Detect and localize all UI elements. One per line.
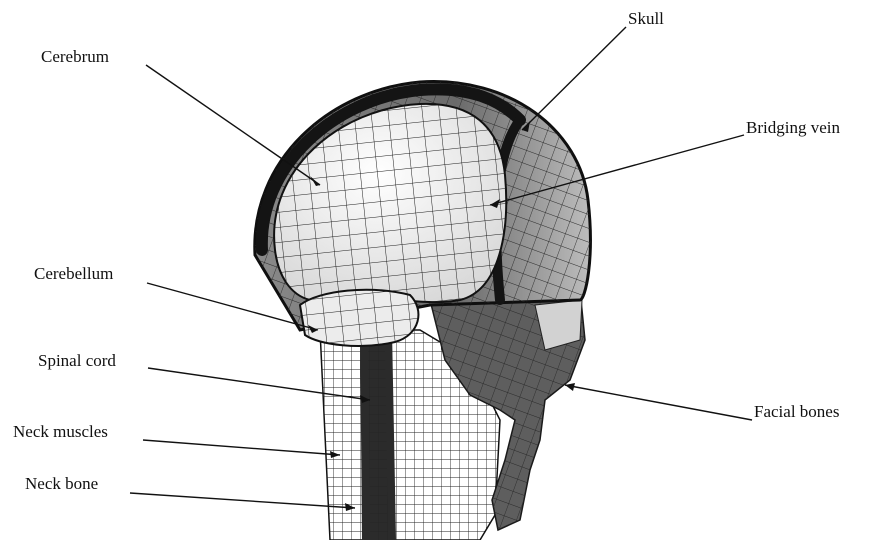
leader-facial-bones	[565, 385, 752, 420]
spinal-cord-shape	[360, 320, 396, 540]
cerebellum-shape	[300, 290, 418, 346]
label-skull: Skull	[628, 10, 664, 27]
leader-neck-muscles	[143, 440, 340, 455]
label-cerebrum: Cerebrum	[41, 48, 109, 65]
label-bridging-vein: Bridging vein	[746, 119, 840, 136]
leader-skull	[522, 27, 626, 130]
label-neck-muscles: Neck muscles	[13, 423, 108, 440]
label-spinal-cord: Spinal cord	[38, 352, 116, 369]
leader-cerebrum	[146, 65, 320, 185]
leader-neck-bone	[130, 493, 355, 508]
label-neck-bone: Neck bone	[25, 475, 98, 492]
label-cerebellum: Cerebellum	[34, 265, 113, 282]
label-facial-bones: Facial bones	[754, 403, 839, 420]
